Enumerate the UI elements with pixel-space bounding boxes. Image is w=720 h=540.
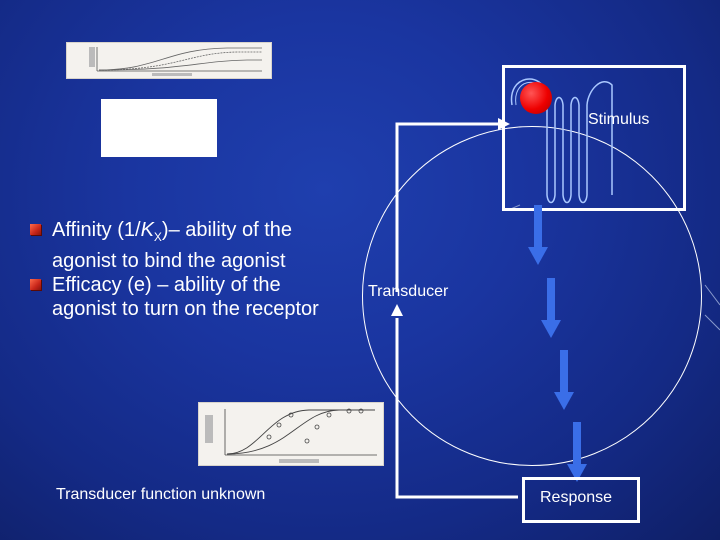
response-label: Response	[540, 489, 612, 507]
